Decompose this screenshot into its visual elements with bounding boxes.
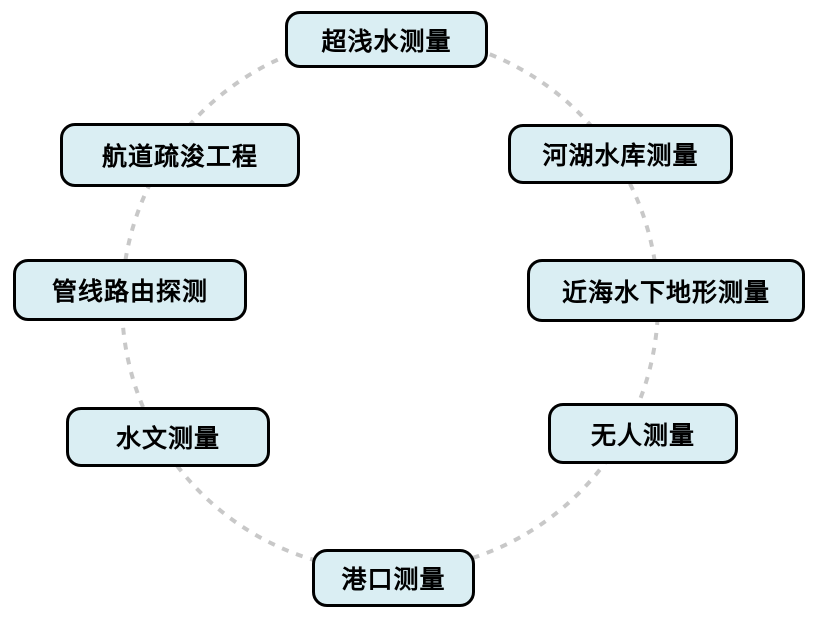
node-label: 无人测量 [590,421,695,450]
node-right: 近海水下地形测量 [527,259,805,322]
node-label: 水文测量 [115,425,220,453]
node-top-right: 河湖水库测量 [508,124,733,184]
node-label: 管线路由探测 [51,278,208,306]
node-label: 河湖水库测量 [542,142,699,170]
node-bottom-right: 无人测量 [548,403,738,464]
node-bottom-left: 水文测量 [66,407,270,467]
node-top: 超浅水测量 [285,11,488,68]
node-left: 管线路由探测 [13,259,247,321]
node-label: 超浅水测量 [321,27,452,56]
node-label: 港口测量 [341,566,446,594]
node-label: 航道疏浚工程 [101,143,258,171]
node-top-left: 航道疏浚工程 [60,123,300,187]
node-label: 近海水下地形测量 [561,278,770,307]
node-bottom: 港口测量 [312,549,475,607]
